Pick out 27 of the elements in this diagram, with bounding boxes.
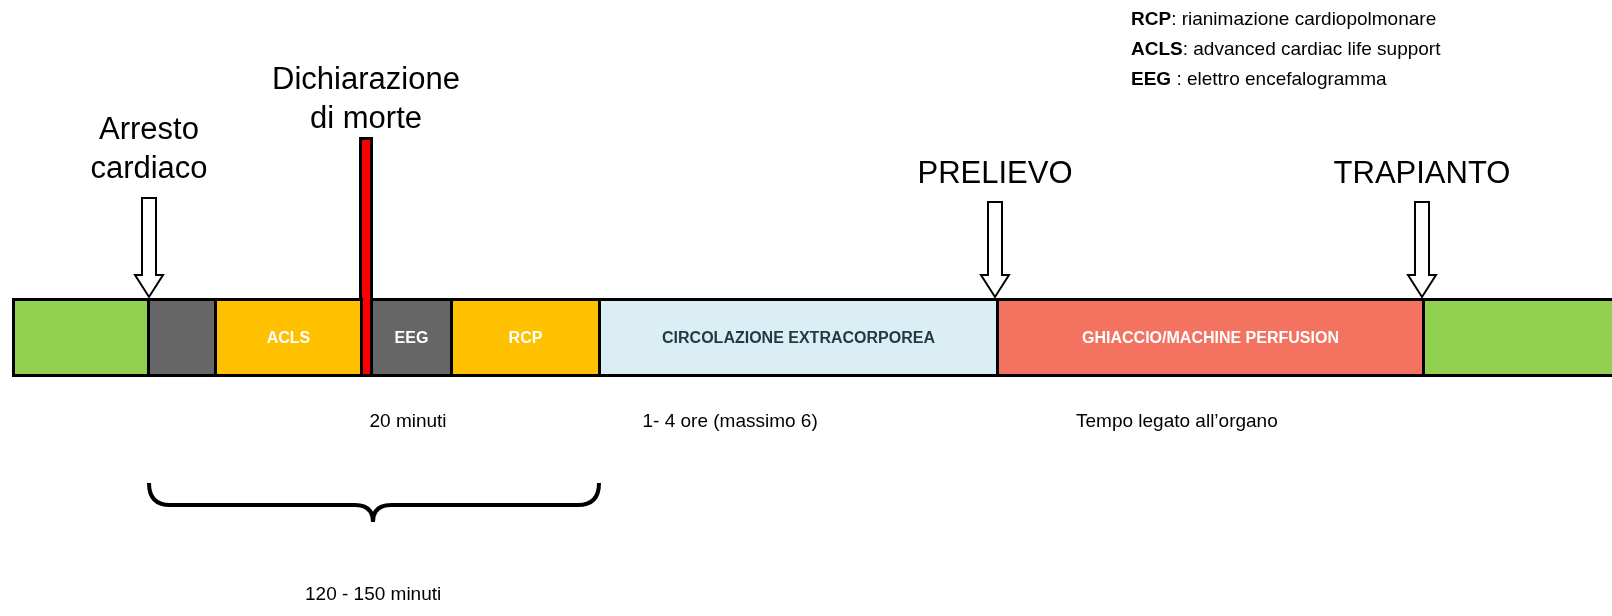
- timeline-segment: [598, 298, 999, 377]
- timeline-segment: [1422, 298, 1612, 377]
- hollow-arrow: [133, 197, 165, 299]
- event-label: Dichiarazione di morte: [271, 60, 461, 137]
- segment-label: RCP: [508, 328, 543, 347]
- event-text: PRELIEVO: [917, 153, 1073, 192]
- timeline-segment: [996, 298, 1425, 377]
- duration-label: 120 - 150 minuti: [305, 583, 442, 605]
- abbreviation-note: ACLS: advanced cardiac life support: [1131, 38, 1441, 60]
- timeline-segment: [450, 298, 601, 377]
- event-text: TRAPIANTO: [1333, 153, 1511, 192]
- segment-label: CIRCOLAZIONE EXTRACORPOREA: [662, 328, 935, 347]
- timeline-segment: [12, 298, 150, 377]
- abbreviation-note: RCP: rianimazione cardiopolmonare: [1131, 8, 1437, 30]
- duration-label: 20 minuti: [369, 410, 447, 432]
- duration-label: Tempo legato all’organo: [1076, 410, 1278, 432]
- segment-label: ACLS: [266, 328, 311, 347]
- timeline-segment: [214, 298, 363, 377]
- duration-label: 1- 4 ore (massimo 6): [642, 410, 818, 432]
- timeline-segment: [370, 298, 453, 377]
- segment-label: GHIACCIO/MACHINE PERFUSION: [1082, 328, 1339, 347]
- hollow-arrow: [1406, 201, 1438, 299]
- event-text: Arresto cardiaco: [89, 110, 209, 187]
- segment-label: EEG: [394, 328, 429, 347]
- abbreviation-note: EEG : elettro encefalogramma: [1131, 68, 1387, 90]
- hollow-arrow: [979, 201, 1011, 299]
- timeline-segment: [147, 298, 217, 377]
